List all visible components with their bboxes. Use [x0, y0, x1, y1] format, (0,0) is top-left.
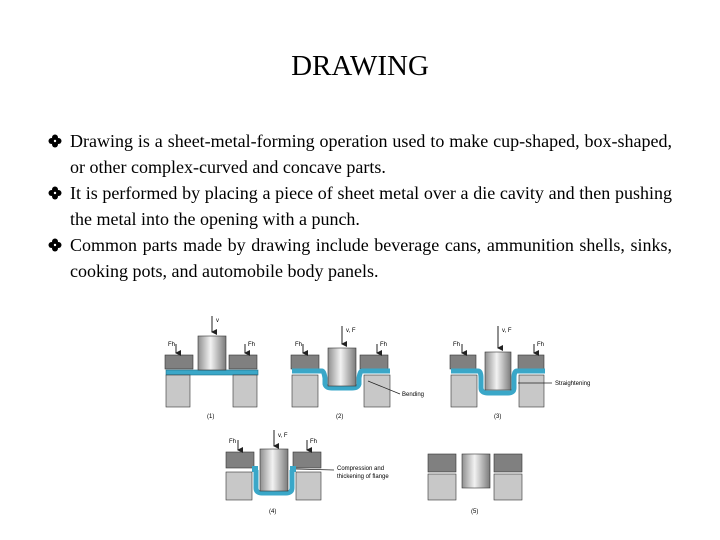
- bending-label: Bending: [402, 392, 424, 398]
- stage-3: v, F Fh Fh Straightening (3): [449, 326, 590, 420]
- stage-1: v Fh Fh (1): [164, 316, 259, 420]
- stage-2-number: (2): [336, 414, 343, 420]
- bullet-text: It is performed by placing a piece of sh…: [70, 183, 672, 229]
- straightening-label: Straightening: [555, 381, 590, 387]
- stage-4-force-left: Fh: [229, 439, 236, 445]
- stage-3-force-left: Fh: [453, 342, 460, 348]
- stage-2-force-top: v, F: [346, 328, 356, 334]
- stage-2: v, F Fh Fh Bending (2): [290, 326, 424, 420]
- compression-label-line1: Compression and: [337, 466, 384, 472]
- stage-5-number: (5): [471, 509, 478, 515]
- stage-4-force-top: v, F: [278, 433, 288, 439]
- bullet-text: Common parts made by drawing include bev…: [70, 235, 672, 281]
- diamond-bullet-icon: [48, 134, 62, 148]
- stage-1-force-top: v: [216, 318, 219, 324]
- stage-4-number: (4): [269, 509, 276, 515]
- bullet-item: Drawing is a sheet-metal-forming operati…: [48, 128, 672, 180]
- page-title: DRAWING: [291, 50, 429, 82]
- compression-label-line2: thickening of flange: [337, 474, 389, 480]
- bullet-list: Drawing is a sheet-metal-forming operati…: [48, 128, 672, 284]
- stage-3-force-top: v, F: [502, 328, 512, 334]
- stage-1-force-left: Fh: [168, 342, 175, 348]
- stage-4: v, F Fh Fh Compression and thickening of…: [225, 430, 389, 515]
- diamond-bullet-icon: [48, 238, 62, 252]
- diamond-bullet-icon: [48, 186, 62, 200]
- stage-3-number: (3): [494, 414, 501, 420]
- stage-3-force-right: Fh: [537, 342, 544, 348]
- stage-4-force-right: Fh: [310, 439, 317, 445]
- bullet-item: Common parts made by drawing include bev…: [48, 232, 672, 284]
- stage-1-number: (1): [207, 414, 214, 420]
- stage-1-force-right: Fh: [248, 342, 255, 348]
- stage-2-force-left: Fh: [295, 342, 302, 348]
- stage-2-force-right: Fh: [380, 342, 387, 348]
- bullet-text: Drawing is a sheet-metal-forming operati…: [70, 131, 672, 177]
- bullet-item: It is performed by placing a piece of sh…: [48, 180, 672, 232]
- stage-5: (5): [427, 453, 523, 515]
